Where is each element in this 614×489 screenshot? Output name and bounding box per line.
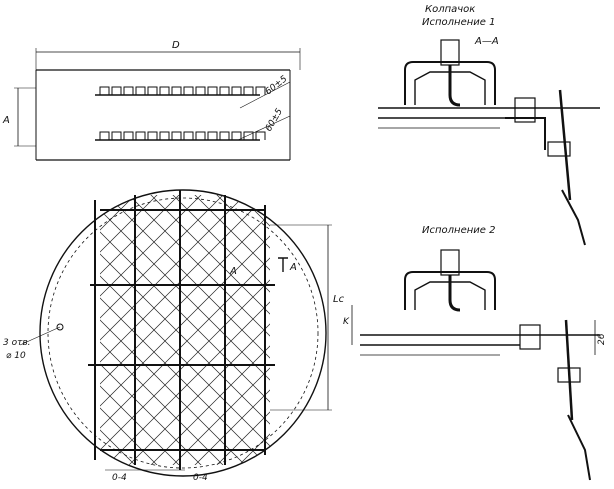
cap-symbol [183,86,194,95]
variant-1-title: Исполнение 1 [422,17,495,28]
cap-symbol [99,86,110,95]
cap-row-bottom [99,131,266,140]
tray-frame [88,190,275,470]
holes-count-label: 3 отв. [3,338,31,348]
cap-symbol [147,131,158,140]
cap-symbol [123,86,134,95]
cap-symbol [255,131,266,140]
section-mark-A-left: A [229,266,237,277]
cap-row-top [99,86,266,95]
variant-2-title: Исполнение 2 [422,225,495,236]
cap-symbol [111,86,122,95]
cap-symbol [111,131,122,140]
holes-diam-label: ⌀ 10 [6,351,26,361]
cap-symbol [243,86,254,95]
cap-section-variant-2: Исполнение 2 K 26 [343,225,607,481]
cap-symbol [207,131,218,140]
cap-section-variant-1: Колпачок Исполнение 1 А—А [378,4,600,246]
cap-symbol [183,131,194,140]
cap-symbol [135,86,146,95]
dim-A-label: A [2,115,10,126]
cap-symbol [219,86,230,95]
dim-0-4-right: 0-4 [193,473,208,483]
cap-symbol [147,86,158,95]
cap-symbol [231,86,242,95]
cap-symbol [219,131,230,140]
section-AA-label: А—А [474,36,499,47]
dim-60-label-1: 60±5 [264,74,290,97]
dim-26-label: 26 [597,333,607,345]
dim-D-label: D [172,40,180,51]
cap-symbol [231,131,242,140]
cap-symbol [135,131,146,140]
dim-Lc-label: Lс [333,294,345,305]
cap-symbol [207,86,218,95]
cap-symbol [195,86,206,95]
cap-symbol [255,86,266,95]
tray-plan-view: Lс 3 отв. ⌀ 10 A A 0-4 0-4 [3,189,345,483]
cap-symbol [195,131,206,140]
cap-symbol [171,131,182,140]
cap-title: Колпачок [425,4,475,15]
cap-symbol [123,131,134,140]
cap-symbol [159,86,170,95]
dim-60-label-2: 60±5 [264,107,285,134]
cap-symbol [159,131,170,140]
cap-symbol [171,86,182,95]
plan-strip-view: D A 60±5 60±5 [2,40,301,161]
cap-symbol [99,131,110,140]
dim-K-label: K [343,317,350,327]
dim-0-4-left: 0-4 [112,473,127,483]
section-mark-A-right: A [289,262,297,273]
cap-symbol [243,131,254,140]
